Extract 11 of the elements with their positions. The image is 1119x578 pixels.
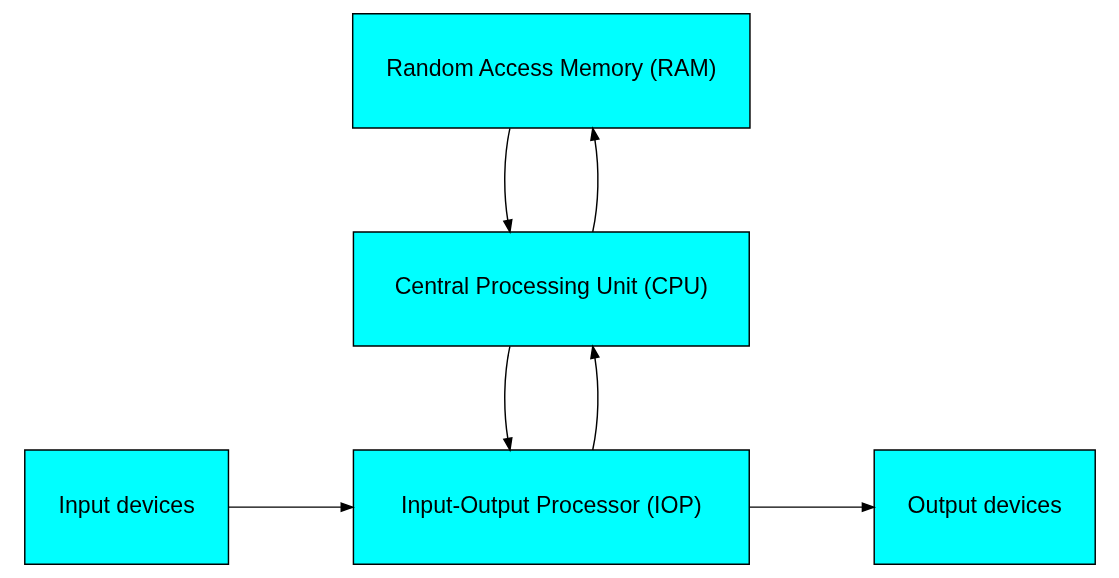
arrow bbox=[227, 502, 355, 513]
node-box: Input-Output Processor (IOP) bbox=[352, 449, 750, 565]
node-box: Central Processing Unit (CPU) bbox=[352, 231, 750, 347]
node-box: Input devices bbox=[23, 449, 229, 565]
arrow bbox=[589, 126, 600, 233]
node-box: Random Access Memory (RAM) bbox=[351, 13, 751, 129]
node-box: Output devices bbox=[873, 449, 1096, 565]
arrow bbox=[502, 345, 513, 453]
arrow bbox=[502, 127, 513, 234]
arrow bbox=[589, 344, 600, 451]
arrow bbox=[748, 502, 876, 513]
